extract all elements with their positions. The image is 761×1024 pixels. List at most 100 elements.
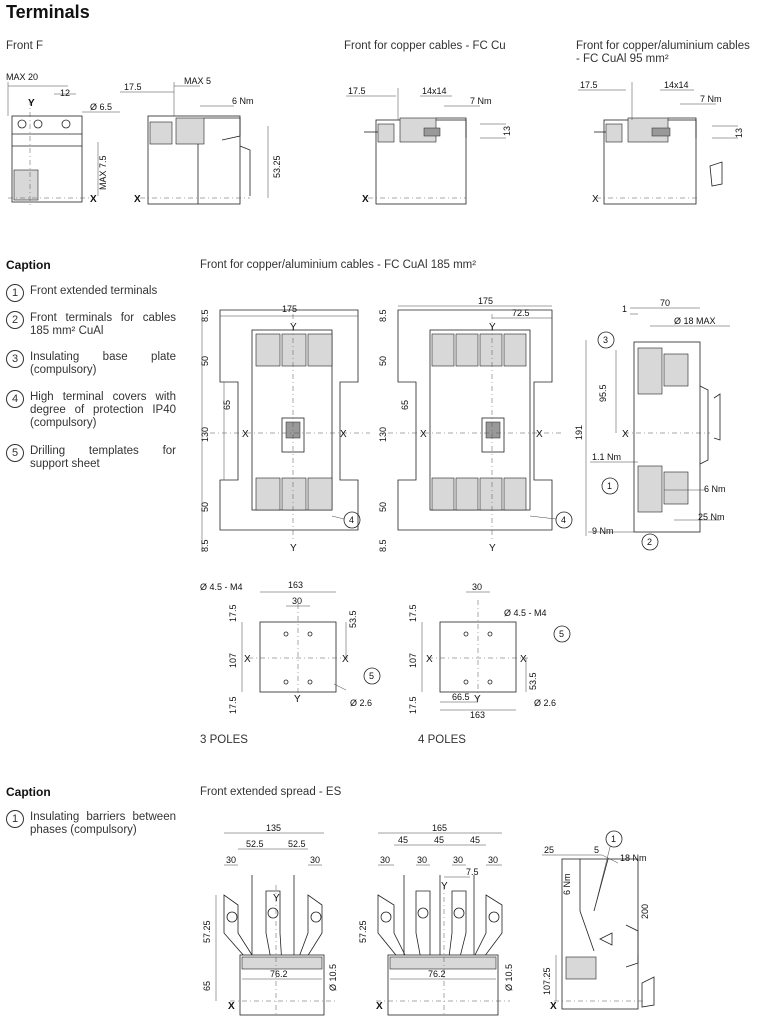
nm6-dim: 6 Nm [232,96,254,106]
d725-dim: 72.5 [512,308,530,318]
svg-text:175: 175 [478,296,493,306]
svg-text:X: X [520,654,527,665]
callout-2: 2 [647,537,652,547]
svg-text:30: 30 [380,855,390,865]
cu-nm7-dim: 7 Nm [470,96,492,106]
svg-text:76.2: 76.2 [270,969,288,979]
svg-text:66.5: 66.5 [452,692,470,702]
caption-heading: Caption [6,785,51,799]
svg-text:130: 130 [200,427,210,442]
caption-text: High terminal covers with degree of prot… [30,391,176,429]
svg-text:163: 163 [470,710,485,718]
caption-number: 3 [6,350,24,368]
al-13-dim: 13 [734,128,744,138]
d70-dim: 70 [660,298,670,308]
d175-dim: 17.5 [124,82,142,92]
svg-text:X: X [536,429,543,440]
d175-dim: 175 [282,304,297,314]
svg-text:200: 200 [640,904,650,919]
cu-d175-dim: 17.5 [348,86,366,96]
caption-heading: Caption [6,258,51,272]
svg-text:Y: Y [294,694,301,705]
svg-text:50: 50 [378,502,388,512]
svg-text:X: X [134,194,141,205]
svg-text:Ø 2.6: Ø 2.6 [350,698,372,708]
front-extended-spread-label: Front extended spread - ES [200,786,342,798]
svg-text:30: 30 [488,855,498,865]
svg-text:30: 30 [417,855,427,865]
d955-dim: 95.5 [598,384,608,402]
caption-text: Front terminals for cables 185 mm² CuAl [30,312,176,337]
svg-text:30: 30 [453,855,463,865]
svg-text:30: 30 [226,855,236,865]
d12-dim: 12 [60,88,70,98]
callout-4: 4 [349,515,354,525]
svg-text:X: X [376,1001,383,1012]
svg-text:X: X [622,429,629,440]
fc-cu-label: Front for copper cables - FC Cu [344,40,506,52]
svg-text:50: 50 [200,356,210,366]
svg-text:57.25: 57.25 [202,920,212,943]
top-row-drawings: MAX 20 12 Y Ø 6.5 MAX 7.5 X 17.5 MAX 5 6… [6,72,744,206]
caption-item: 1 Insulating barriers between phases (co… [6,810,176,837]
svg-text:17.5: 17.5 [228,604,238,622]
svg-text:135: 135 [266,823,281,833]
label-4-poles: 4 POLES [418,734,466,746]
nm11-dim: 1.1 Nm [592,452,621,462]
caption-item: 1 Front extended terminals [6,284,176,302]
front-view-4-poles: 175 72.5 Y 8.5 50 65 130 50 8.5 X X Y 4 [378,296,573,554]
svg-text:45: 45 [434,835,444,845]
drilling-3-poles: Ø 4.5 - M4 163 30 17.5 53.5 107 17.5 X X… [200,580,381,714]
svg-text:65: 65 [400,400,410,410]
svg-text:Y: Y [489,322,496,333]
svg-text:163: 163 [288,580,303,590]
front-f-front-view: MAX 20 12 Y Ø 6.5 MAX 7.5 X [6,72,120,206]
drilling-4-poles: 30 Ø 4.5 - M4 17.5 5 107 53.5 17.5 66.5 … [408,582,571,718]
svg-text:Ø 2.6: Ø 2.6 [534,698,556,708]
svg-text:X: X [420,429,427,440]
nm25-dim: 25 Nm [698,512,725,522]
svg-text:8.5: 8.5 [200,309,210,322]
svg-text:5: 5 [594,845,599,855]
callout-3: 3 [603,335,608,345]
hole-dim: Ø 6.5 [90,102,112,112]
al-nm7-dim: 7 Nm [700,94,722,104]
caption-number: 5 [6,444,24,462]
svg-text:17.5: 17.5 [408,604,418,622]
svg-text:6 Nm: 6 Nm [562,873,572,895]
svg-text:X: X [340,429,347,440]
svg-text:X: X [242,429,249,440]
svg-text:Y: Y [489,543,496,554]
svg-text:Ø 10.5: Ø 10.5 [504,964,514,991]
fc-cual-95-label-line2: - FC CuAl 95 mm² [576,53,669,65]
svg-text:Y: Y [474,694,481,705]
svg-text:52.5: 52.5 [288,839,306,849]
fc-cual-185-label: Front for copper/aluminium cables - FC C… [200,259,477,271]
front-f-label: Front F [6,40,44,52]
svg-text:107.25: 107.25 [542,967,552,995]
page-title: Terminals [6,2,90,22]
middle-drawings: 175 Y 8.5 50 65 130 50 8.5 X X Y 4 175 7… [200,296,730,554]
y-axis-label: Y [28,98,35,109]
svg-text:4: 4 [561,515,566,525]
svg-text:Y: Y [441,881,448,892]
spread-3-poles: 135 52.5 52.5 30 30 Y 57.25 65 76.2 Ø 10… [202,823,338,1016]
al-d175-dim: 17.5 [580,80,598,90]
svg-text:Ø 4.5 - M4: Ø 4.5 - M4 [504,608,547,618]
cu-14x14-dim: 14x14 [422,86,447,96]
svg-text:8.5: 8.5 [378,309,388,322]
caption-number: 4 [6,390,24,408]
svg-text:18 Nm: 18 Nm [620,853,647,863]
svg-text:Y: Y [290,543,297,554]
callout-1: 1 [607,481,612,491]
svg-text:107: 107 [408,653,418,668]
svg-text:165: 165 [432,823,447,833]
svg-text:30: 30 [472,582,482,592]
svg-text:X: X [228,1001,235,1012]
svg-text:107: 107 [228,653,238,668]
spread-side-view: 25 5 18 Nm 1 6 Nm 200 107.25 X [542,830,655,1012]
svg-text:50: 50 [378,356,388,366]
svg-text:76.2: 76.2 [428,969,446,979]
svg-text:45: 45 [398,835,408,845]
x-axis-label: X [90,194,97,205]
